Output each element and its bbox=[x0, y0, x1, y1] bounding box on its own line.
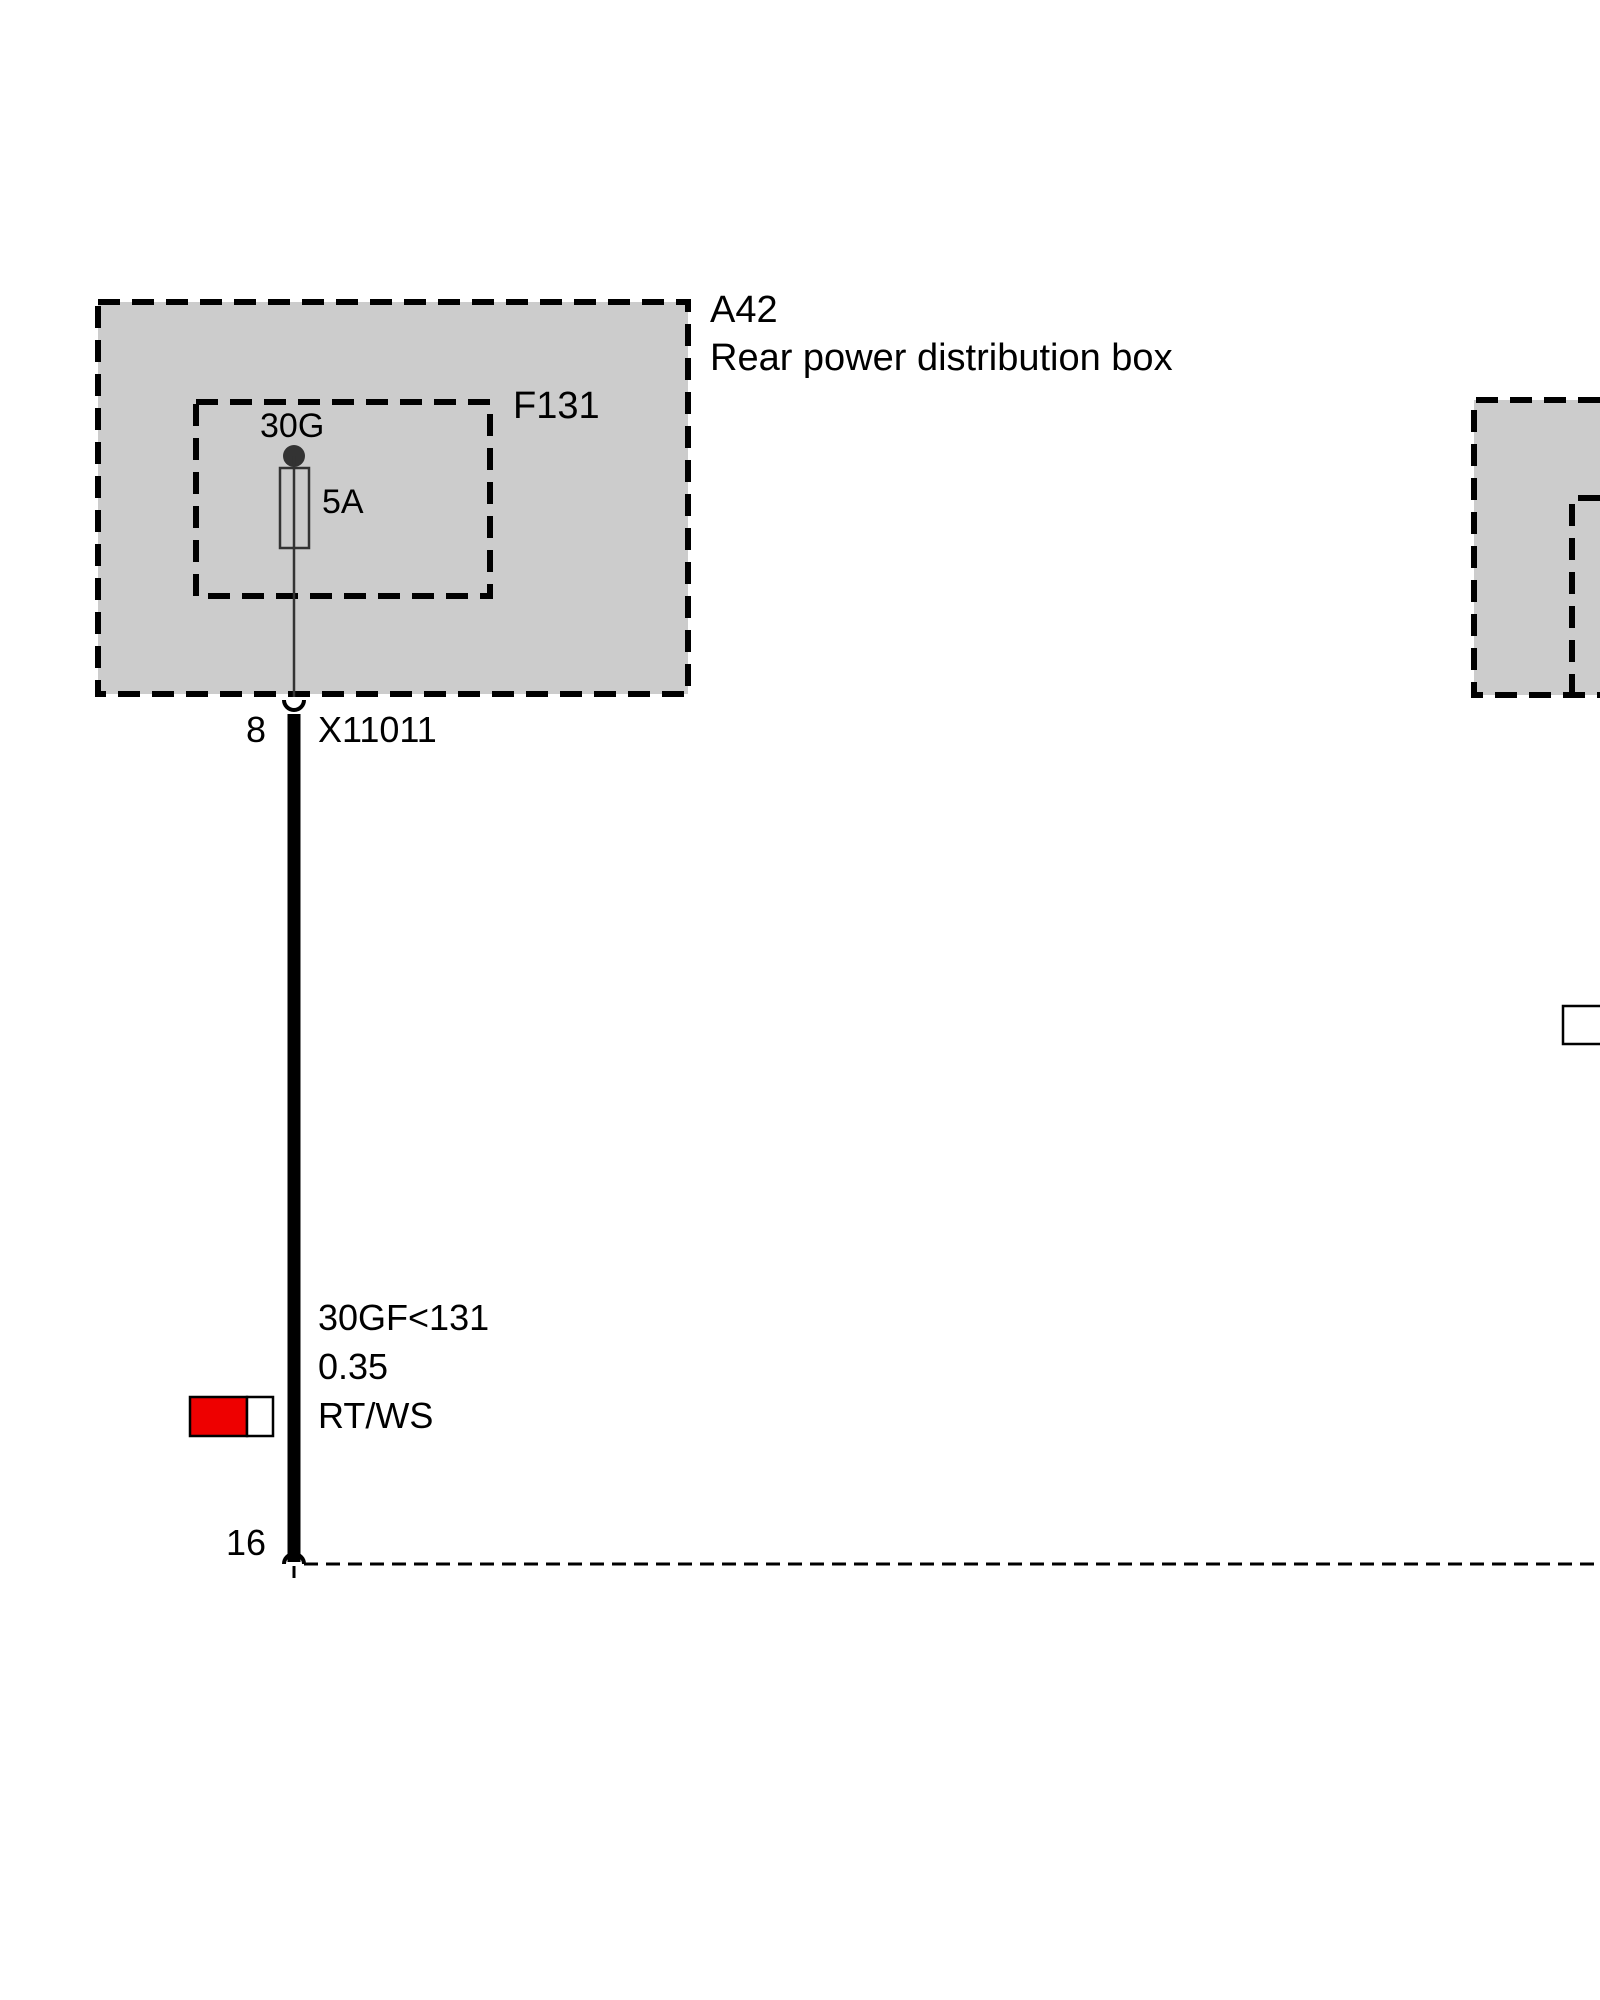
fuse-id: F131 bbox=[513, 385, 600, 427]
wire-30gf-131[interactable]: 30GF<131 0.35 RT/WS bbox=[188, 714, 489, 1562]
fuse-rating: 5A bbox=[322, 483, 364, 521]
connector-pin-bottom-symbol bbox=[282, 1552, 306, 1565]
wire-signal: 30GF<131 bbox=[318, 1297, 489, 1338]
wire-color-swatch-primary bbox=[188, 1395, 249, 1438]
connector-pin-bottom: 16 bbox=[226, 1522, 266, 1563]
wire-cross-section: 0.35 bbox=[318, 1346, 388, 1387]
component-id: A42 bbox=[710, 289, 778, 331]
fuse-terminal-label: 30G bbox=[260, 407, 324, 445]
wire-color-code: RT/WS bbox=[318, 1395, 433, 1436]
adjacent-connector-symbol bbox=[1561, 1004, 1600, 1046]
connector-x11011[interactable]: 8 X11011 bbox=[246, 699, 437, 750]
fuse-f131-box bbox=[193, 399, 493, 599]
fuse-f131[interactable]: F131 30G 5A bbox=[193, 385, 600, 697]
adjacent-inner-box bbox=[1569, 495, 1600, 695]
connector-pin-top: 8 bbox=[246, 709, 266, 750]
connector-name: X11011 bbox=[318, 709, 437, 750]
component-description: Rear power distribution box bbox=[710, 337, 1173, 379]
adjacent-component[interactable] bbox=[1471, 397, 1600, 1046]
connector-bottom[interactable]: 16 bbox=[226, 1522, 1600, 1578]
connector-pin-top-symbol bbox=[282, 699, 306, 712]
adjacent-component-box bbox=[1471, 397, 1600, 698]
wire-color-swatch-secondary bbox=[245, 1395, 275, 1438]
